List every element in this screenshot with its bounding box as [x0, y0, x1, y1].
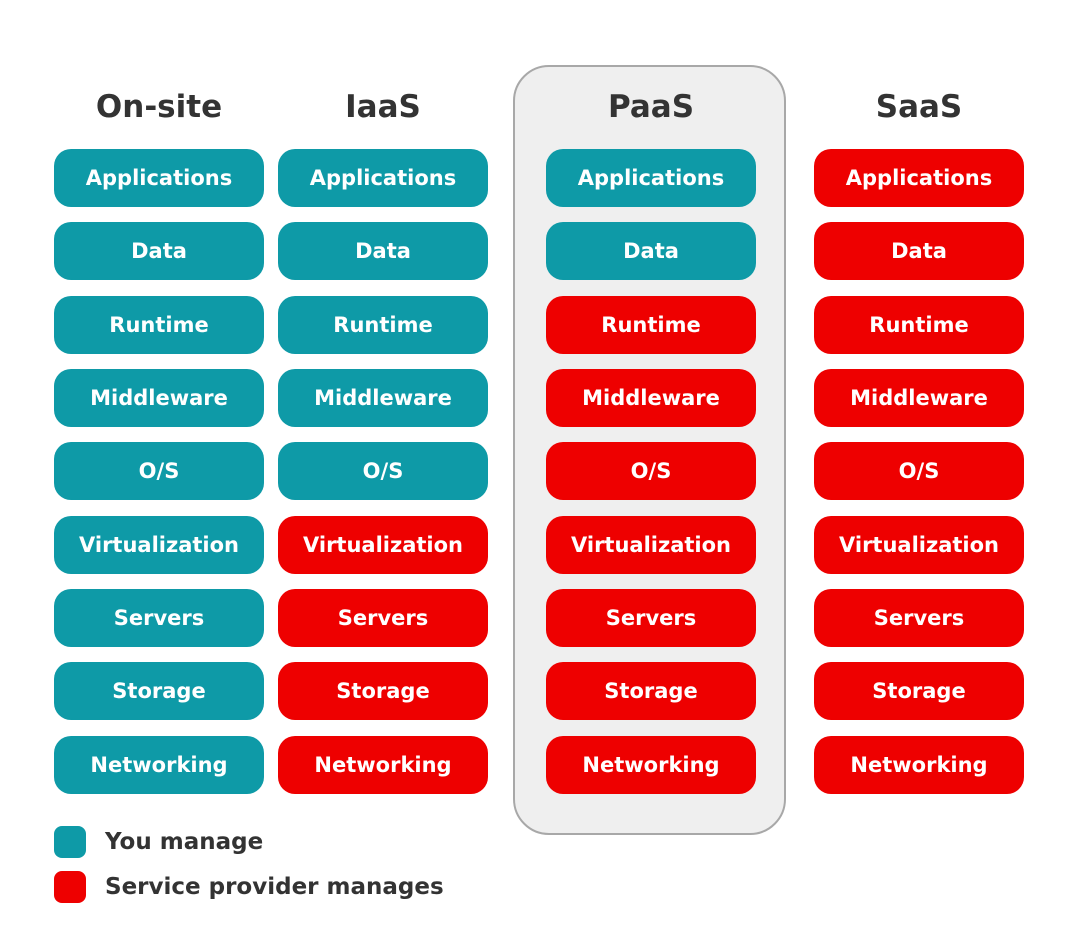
layer-servers: Servers	[278, 589, 488, 647]
layer-os: O/S	[278, 442, 488, 500]
layer-runtime: Runtime	[54, 296, 264, 354]
column-title: On-site	[95, 89, 223, 125]
layer-networking: Networking	[54, 736, 264, 794]
layer-runtime: Runtime	[546, 296, 756, 354]
layer-applications: Applications	[546, 149, 756, 207]
layer-virtualization: Virtualization	[278, 516, 488, 574]
layer-applications: Applications	[814, 149, 1024, 207]
layer-middleware: Middleware	[278, 369, 488, 427]
column-title: IaaS	[345, 89, 421, 125]
column-title: PaaS	[607, 89, 695, 125]
layer-data: Data	[814, 222, 1024, 280]
layer-middleware: Middleware	[54, 369, 264, 427]
legend-label: Service provider manages	[105, 874, 444, 900]
layer-storage: Storage	[54, 662, 264, 720]
layer-runtime: Runtime	[278, 296, 488, 354]
legend-swatch-red	[54, 871, 86, 903]
layer-virtualization: Virtualization	[546, 516, 756, 574]
layer-data: Data	[54, 222, 264, 280]
layer-middleware: Middleware	[546, 369, 756, 427]
layer-data: Data	[546, 222, 756, 280]
legend-label: You manage	[105, 829, 264, 855]
layer-storage: Storage	[278, 662, 488, 720]
layer-runtime: Runtime	[814, 296, 1024, 354]
layer-networking: Networking	[278, 736, 488, 794]
layer-os: O/S	[814, 442, 1024, 500]
layer-networking: Networking	[814, 736, 1024, 794]
layer-virtualization: Virtualization	[54, 516, 264, 574]
layer-os: O/S	[54, 442, 264, 500]
layer-servers: Servers	[54, 589, 264, 647]
layer-os: O/S	[546, 442, 756, 500]
layer-middleware: Middleware	[814, 369, 1024, 427]
layer-servers: Servers	[814, 589, 1024, 647]
layer-data: Data	[278, 222, 488, 280]
layer-storage: Storage	[546, 662, 756, 720]
layer-virtualization: Virtualization	[814, 516, 1024, 574]
legend-swatch-teal	[54, 826, 86, 858]
column-title: SaaS	[875, 89, 963, 125]
layer-servers: Servers	[546, 589, 756, 647]
layer-applications: Applications	[278, 149, 488, 207]
layer-storage: Storage	[814, 662, 1024, 720]
layer-applications: Applications	[54, 149, 264, 207]
layer-networking: Networking	[546, 736, 756, 794]
